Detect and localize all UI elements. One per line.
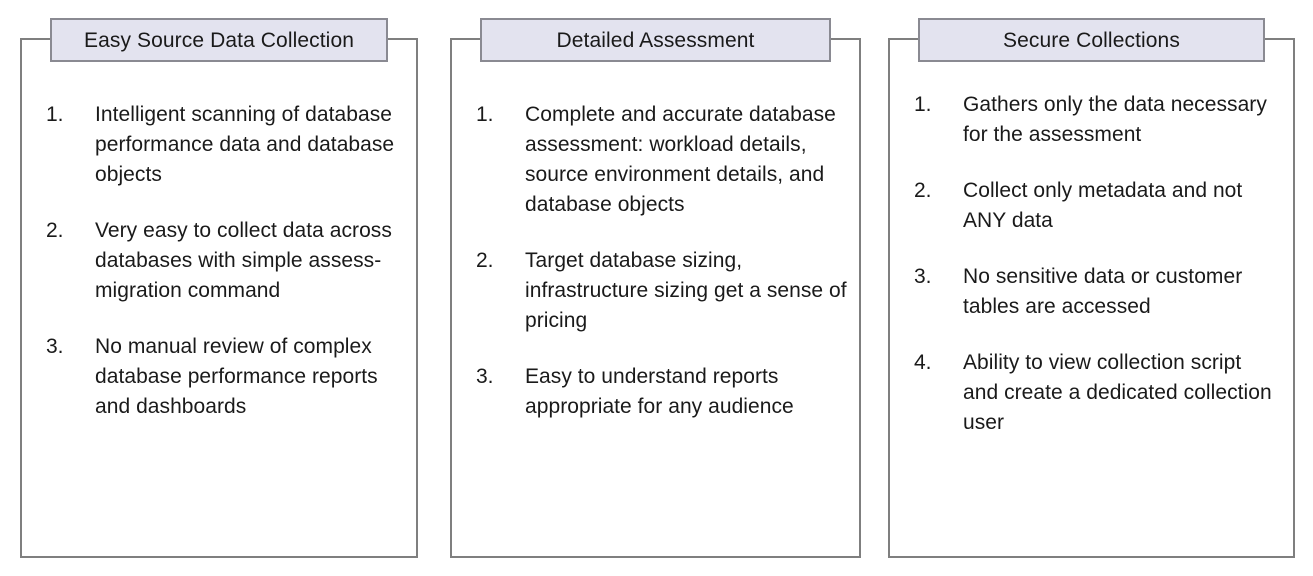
list-item-text: Target database sizing, infrastructure s…: [525, 249, 847, 332]
list-item: 4. Ability to view collection script and…: [914, 348, 1281, 438]
list-item-number: 3.: [914, 265, 932, 288]
list-item: 3. Easy to understand reports appropriat…: [476, 362, 847, 422]
panel-item-list: 1. Gathers only the data necessary for t…: [888, 62, 1295, 558]
list-item: 2. Collect only metadata and not ANY dat…: [914, 176, 1281, 236]
panel-easy-source-data-collection: 1. Intelligent scanning of database perf…: [20, 18, 418, 558]
list-item-text: Complete and accurate database assessmen…: [525, 103, 836, 216]
panel-item-list: 1. Intelligent scanning of database perf…: [20, 62, 418, 558]
list-item-number: 2.: [476, 249, 494, 272]
list-item-text: Intelligent scanning of database perform…: [95, 103, 395, 186]
list-item-text: No sensitive data or customer tables are…: [963, 265, 1243, 318]
panel-secure-collections: 1. Gathers only the data necessary for t…: [888, 18, 1295, 558]
panel-header-tab: Secure Collections: [918, 18, 1265, 62]
list-item-number: 1.: [914, 93, 932, 116]
list-item: 1. Intelligent scanning of database perf…: [46, 100, 404, 190]
panel-header-tab: Detailed Assessment: [480, 18, 831, 62]
list-item: 1. Complete and accurate database assess…: [476, 100, 847, 220]
list-item-text: Very easy to collect data across databas…: [95, 219, 392, 302]
list-item-number: 4.: [914, 351, 932, 374]
list-item-text: Gathers only the data necessary for the …: [963, 93, 1267, 146]
list-item-number: 2.: [46, 219, 64, 242]
list-item: 3. No manual review of complex database …: [46, 332, 404, 422]
panel-detailed-assessment: 1. Complete and accurate database assess…: [450, 18, 861, 558]
list-item-number: 3.: [46, 335, 64, 358]
panel-item-list: 1. Complete and accurate database assess…: [450, 62, 861, 558]
panel-body-box: [888, 38, 1295, 558]
list-item: 1. Gathers only the data necessary for t…: [914, 90, 1281, 150]
panel-body-box: [450, 38, 861, 558]
list-item-text: Collect only metadata and not ANY data: [963, 179, 1243, 232]
panel-header-tab: Easy Source Data Collection: [50, 18, 388, 62]
list-item-text: Ability to view collection script and cr…: [963, 351, 1272, 434]
list-item: 3. No sensitive data or customer tables …: [914, 262, 1281, 322]
panel-title: Easy Source Data Collection: [84, 28, 354, 52]
list-item-number: 1.: [46, 103, 64, 126]
panel-title: Detailed Assessment: [556, 28, 755, 52]
panel-body-box: [20, 38, 418, 558]
list-item-text: No manual review of complex database per…: [95, 335, 378, 418]
list-item-number: 3.: [476, 365, 494, 388]
panel-title: Secure Collections: [1003, 28, 1180, 52]
list-item-number: 1.: [476, 103, 494, 126]
list-item-number: 2.: [914, 179, 932, 202]
list-item: 2. Very easy to collect data across data…: [46, 216, 404, 306]
list-item-text: Easy to understand reports appropriate f…: [525, 365, 794, 418]
list-item: 2. Target database sizing, infrastructur…: [476, 246, 847, 336]
